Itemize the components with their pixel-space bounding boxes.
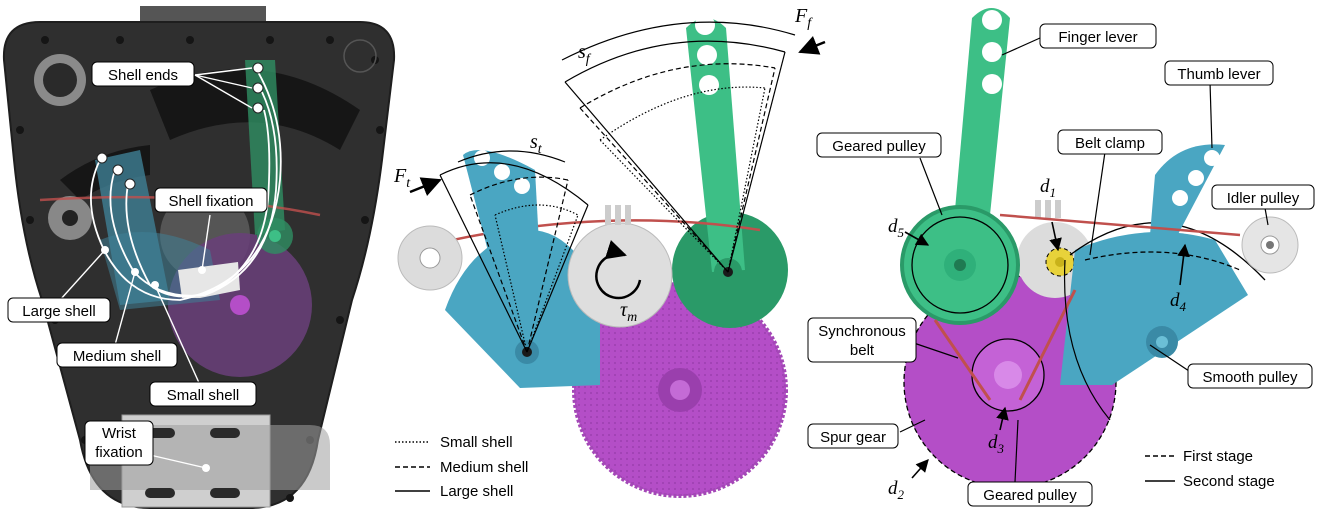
symbol-s-f: sf: [578, 41, 592, 67]
symbol-F-f: Ff: [794, 5, 813, 31]
legend-second-stage: Second stage: [1183, 473, 1275, 490]
label-spur-gear: Spur gear: [820, 429, 886, 446]
symbol-s-t: st: [530, 131, 543, 157]
legend-first-stage: First stage: [1183, 448, 1253, 465]
shell-curves: [90, 71, 282, 301]
symbol-d4: d4: [1170, 290, 1187, 314]
panel-middle: sf Ff st Ft τm Small shell Medium shell …: [393, 5, 826, 500]
label-smooth-pulley: Smooth pulley: [1202, 369, 1298, 386]
panel-left: Shell ends Shell fixation Large shell Me…: [2, 6, 396, 509]
symbol-F-t: Ft: [393, 165, 411, 191]
force-arrow-finger: [798, 36, 826, 55]
thumb-sweep-lines: [439, 150, 589, 353]
callout-thumb-lever: Thumb lever: [1164, 60, 1274, 86]
label-synchronous-belt-line2: belt: [850, 342, 875, 359]
label-medium-shell: Medium shell: [73, 348, 161, 365]
symbol-d3: d3: [988, 432, 1005, 456]
label-large-shell: Large shell: [22, 303, 95, 320]
label-wrist-fixation-line2: fixation: [95, 444, 143, 461]
force-arrow-thumb: [409, 177, 442, 196]
shell-end-nodes: [96, 62, 264, 190]
legend-right: First stage Second stage: [1145, 448, 1275, 490]
callout-belt-clamp: Belt clamp: [1057, 129, 1163, 155]
callout-smooth-pulley: Smooth pulley: [1187, 363, 1313, 389]
legend-middle: Small shell Medium shell Large shell: [395, 434, 528, 500]
label-wrist-fixation-line1: Wrist: [102, 425, 137, 442]
callout-geared-pulley-bottom: Geared pulley: [967, 481, 1093, 507]
callout-shell-ends: Shell ends: [91, 61, 195, 87]
callout-wrist-fixation: Wrist fixation: [84, 420, 154, 466]
shell-fixation-block: [178, 262, 240, 298]
symbol-tau-m: τm: [620, 299, 637, 325]
label-geared-pulley-top: Geared pulley: [832, 138, 926, 155]
smooth-pulley: [1060, 232, 1248, 385]
label-small-shell: Small shell: [167, 387, 240, 404]
finger-sweep-lines: [561, 21, 796, 273]
label-shell-fixation: Shell fixation: [168, 193, 253, 210]
callout-shell-fixation: Shell fixation: [154, 187, 268, 213]
label-finger-lever: Finger lever: [1058, 29, 1137, 46]
label-thumb-lever: Thumb lever: [1177, 66, 1260, 83]
label-belt-clamp: Belt clamp: [1075, 135, 1145, 152]
callout-large-shell: Large shell: [7, 297, 111, 323]
callout-medium-shell: Medium shell: [56, 342, 178, 368]
panel-right: d5 d1 d4 d3 d2 Finger lever Thumb lever: [807, 8, 1315, 507]
label-idler-pulley: Idler pulley: [1227, 190, 1300, 207]
symbol-d2: d2: [888, 478, 905, 502]
callout-geared-pulley-top: Geared pulley: [816, 132, 942, 158]
callout-spur-gear: Spur gear: [807, 423, 899, 449]
callout-synchronous-belt: Synchronous belt: [807, 317, 917, 363]
torque-arrow: [595, 240, 642, 300]
symbol-d1: d1: [1040, 176, 1056, 200]
legend-medium-shell: Medium shell: [440, 459, 528, 476]
belt-middle: [429, 219, 761, 247]
legend-large-shell: Large shell: [440, 483, 513, 500]
label-synchronous-belt-line1: Synchronous: [818, 323, 906, 340]
thumb-lever-right: [1150, 144, 1225, 240]
callout-idler-pulley: Idler pulley: [1211, 184, 1315, 210]
callout-small-shell: Small shell: [149, 381, 257, 407]
callout-finger-lever: Finger lever: [1039, 23, 1157, 49]
finger-lever-right: [955, 8, 1010, 215]
symbol-d5: d5: [888, 216, 905, 240]
legend-small-shell: Small shell: [440, 434, 513, 451]
label-geared-pulley-bottom: Geared pulley: [983, 487, 1077, 504]
label-shell-ends: Shell ends: [108, 67, 178, 84]
